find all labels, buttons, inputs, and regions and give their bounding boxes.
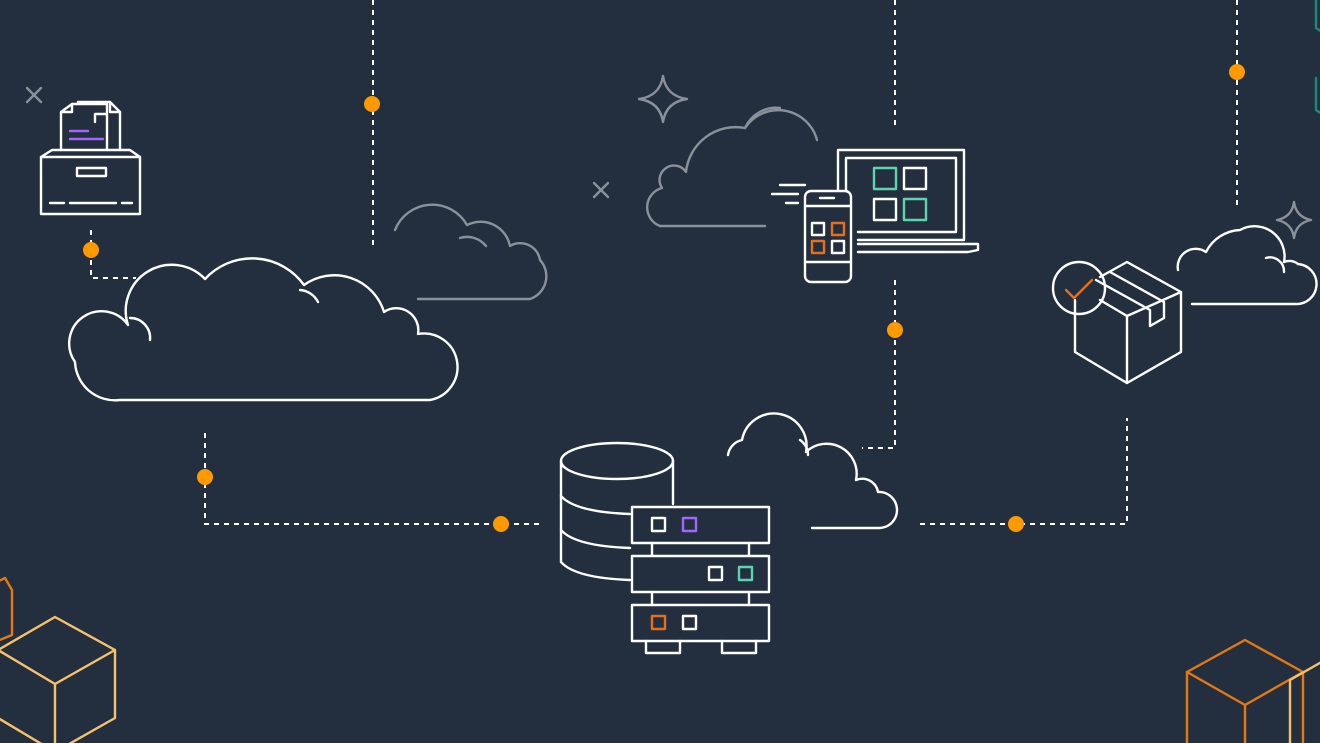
cross-icon (25, 86, 43, 104)
connector-dot (1229, 64, 1245, 80)
cube-icon (0, 615, 117, 743)
sparkle-icon (637, 74, 689, 124)
cloud-icon (645, 106, 819, 228)
motion-lines (770, 183, 807, 205)
server-led-teal (737, 565, 754, 582)
sparkle-icon (1275, 200, 1313, 240)
cloud-icon (393, 203, 548, 301)
file-cabinet-icon (39, 100, 142, 216)
cube-icon (1185, 638, 1305, 743)
connector-dot (83, 242, 99, 258)
cube-icon (1314, 0, 1320, 115)
connector-dot (197, 469, 213, 485)
document-lines (68, 129, 105, 141)
connector-dot (493, 516, 509, 532)
connector-dot (1008, 516, 1024, 532)
cloud-icon (1176, 225, 1318, 306)
connector-dot (887, 322, 903, 338)
package-box-icon (1073, 260, 1183, 385)
database-icon (559, 441, 675, 582)
checkmark-badge-icon (1051, 260, 1107, 316)
cube-icon (1288, 661, 1320, 743)
laptop-icon (836, 148, 980, 254)
phone-tiles (810, 221, 846, 255)
connector-lines (90, 0, 1238, 525)
server-led-purple (681, 516, 698, 533)
server-led-orange (650, 614, 667, 631)
connector-dots (83, 64, 1245, 532)
connector-dot (364, 96, 380, 112)
app-tiles (872, 166, 928, 222)
cloud-icon (68, 257, 459, 402)
cross-icon (592, 181, 610, 199)
cube-icon (0, 576, 14, 642)
mobile-phone-icon (803, 189, 853, 284)
cloud-icon (726, 412, 899, 530)
server-rack-icon (630, 505, 771, 655)
